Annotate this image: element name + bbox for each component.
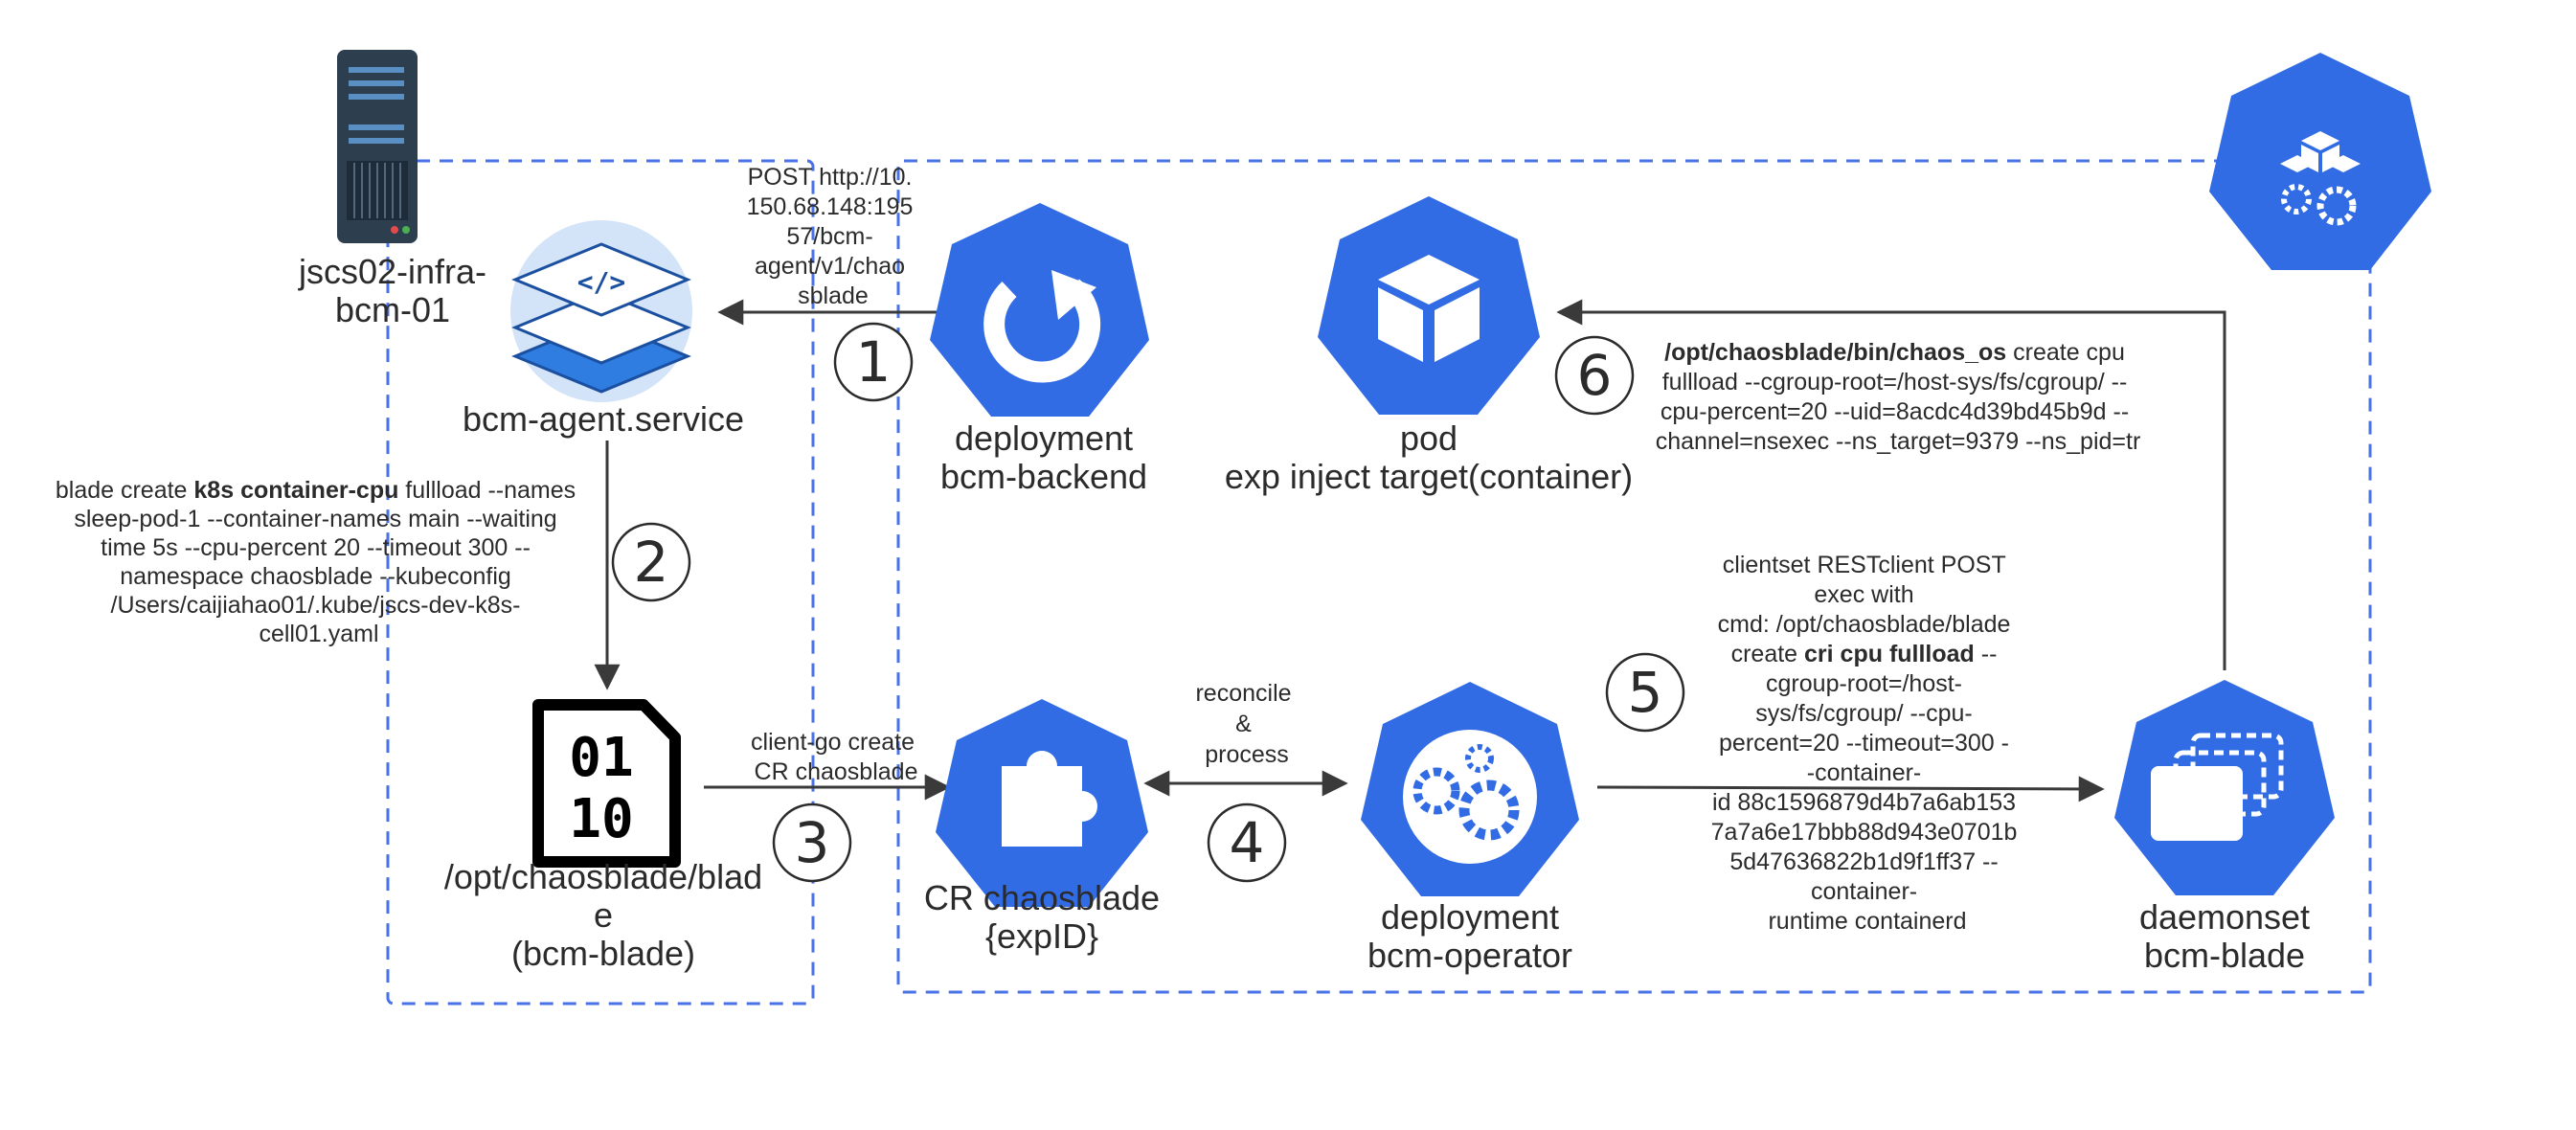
agent-label: bcm-agent.service (463, 399, 744, 439)
client-go-label: client-go create CR chaosblade (751, 729, 921, 785)
k8s-cluster-icon (2209, 53, 2431, 270)
step-3-marker: 3 (772, 802, 852, 883)
daemonset-icon (2114, 680, 2335, 895)
svg-text:5: 5 (1628, 660, 1663, 725)
svg-text:4: 4 (1230, 810, 1265, 875)
step-5-marker: 5 (1605, 652, 1685, 733)
step-2-marker: 2 (611, 522, 691, 602)
svg-text:01: 01 (569, 727, 633, 789)
edge-daemonset-to-pod (1556, 299, 2226, 670)
exec-command-label: clientset RESTclient POST exec with cmd:… (1711, 552, 2024, 935)
deployment-refresh-icon (930, 203, 1149, 417)
reconcile-label: reconcile & process (1195, 680, 1298, 768)
svg-text:1: 1 (856, 329, 892, 395)
post-request-label: POST http://10. 150.68.148:195 57/bcm- a… (747, 164, 920, 309)
binary-file-icon: 01 10 (532, 699, 681, 868)
step-6-marker: 6 (1554, 335, 1635, 416)
server-icon (337, 50, 418, 243)
server-label: jscs02-infra-bcm-01 (298, 252, 486, 329)
edge-operator-to-daemonset (1596, 776, 2105, 802)
chaos-os-command-label: /opt/chaosblade/bin/chaos_os create cpu … (1656, 339, 2141, 455)
svg-text:</>: </> (577, 266, 626, 298)
operator-gears-icon (1361, 682, 1579, 896)
host-group-box (386, 159, 815, 1006)
svg-text:3: 3 (795, 810, 830, 875)
blade-create-command-label: blade create k8s container-cpu fullload … (56, 477, 582, 647)
svg-text:6: 6 (1577, 343, 1613, 408)
cr-puzzle-icon (936, 699, 1148, 907)
svg-text:2: 2 (634, 530, 669, 595)
cr-label: CR chaosblade{expID} (924, 878, 1160, 956)
svg-text:10: 10 (569, 788, 633, 850)
step-4-marker: 4 (1207, 802, 1287, 883)
pod-cube-icon (1318, 196, 1540, 415)
code-stack-icon: </> (510, 220, 692, 402)
step-1-marker: 1 (833, 322, 914, 402)
